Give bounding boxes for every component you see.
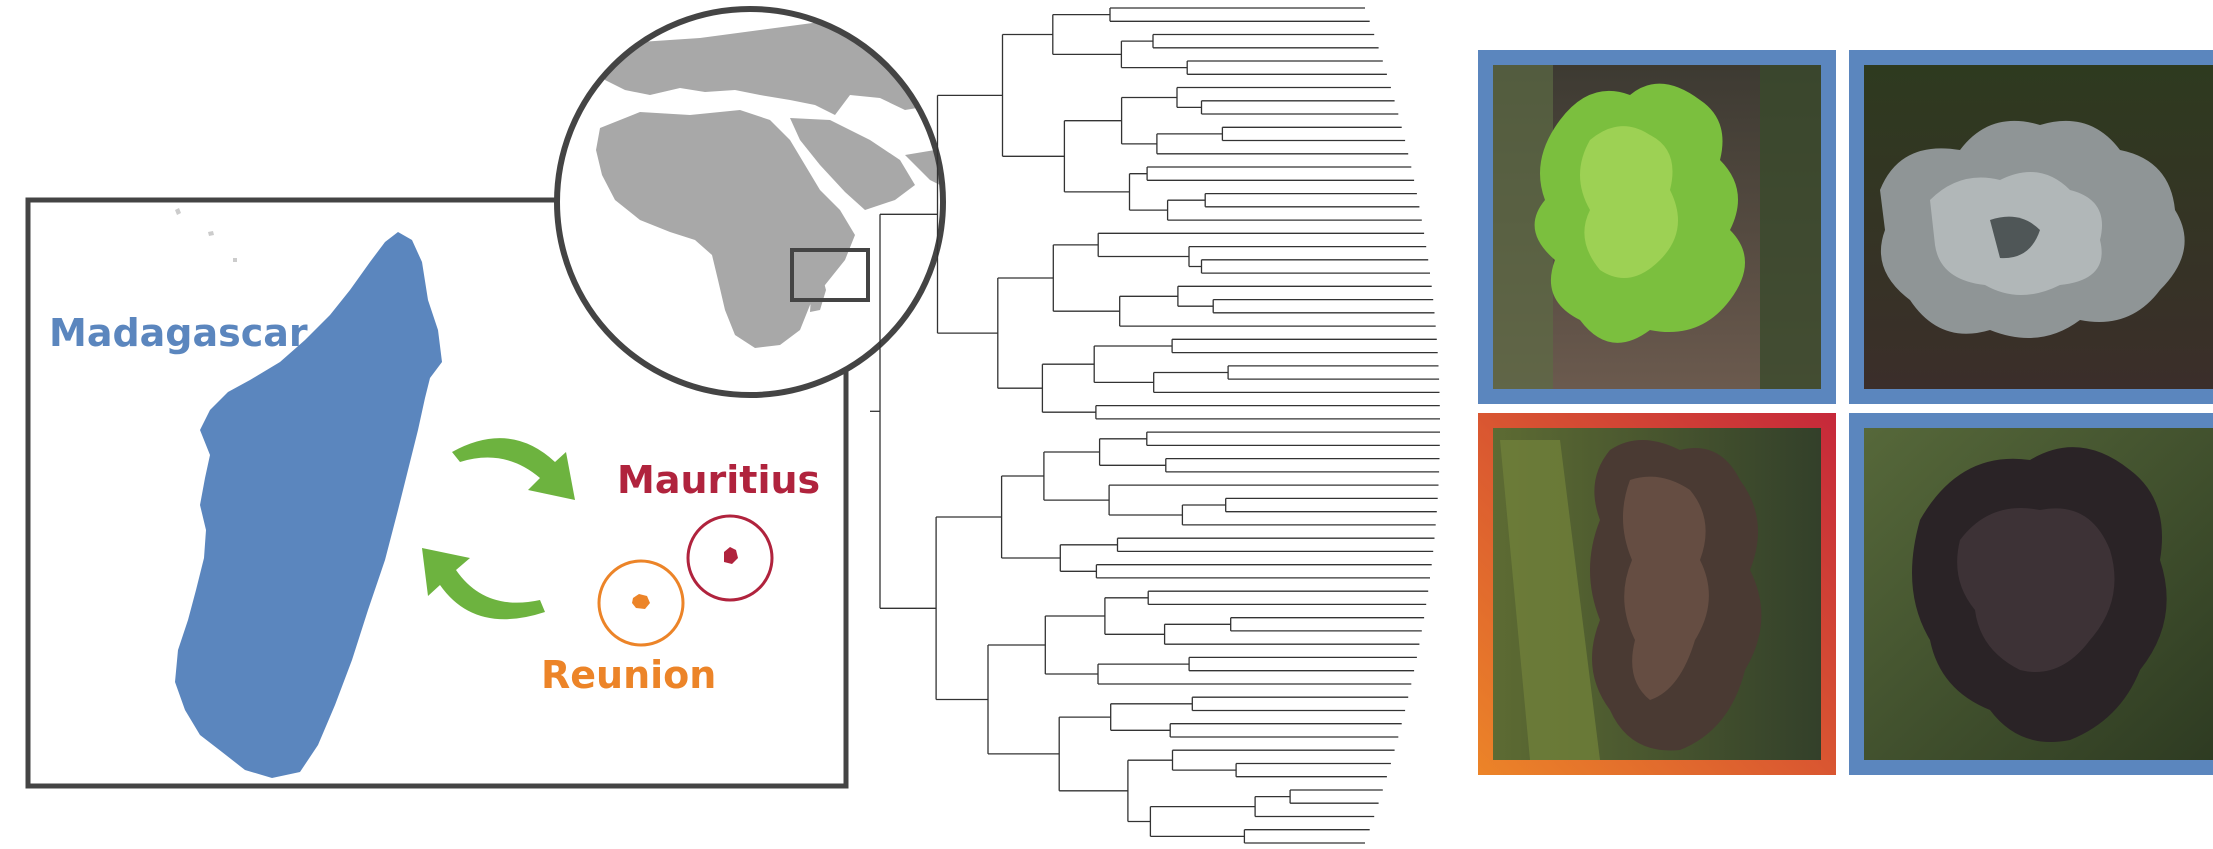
photo-grey-lichen: [1849, 50, 2213, 404]
tree-branch: [1052, 13, 1122, 56]
tree-branch: [1095, 564, 1432, 579]
tree-branch: [1181, 504, 1436, 526]
tree-branch: [1001, 33, 1065, 157]
photo-green-lichen: [1478, 50, 1836, 404]
curved-arrow-icon: [422, 548, 545, 620]
tree-branch: [1171, 338, 1438, 354]
tree-branch: [1116, 537, 1435, 553]
tree-branch: [1000, 475, 1061, 559]
tree-branch: [1212, 298, 1435, 314]
tree-branch: [1254, 795, 1375, 818]
tree-branch: [1059, 544, 1118, 572]
tree-branch: [1120, 96, 1177, 145]
madagascar-island: [175, 232, 442, 778]
tree-branch: [1188, 656, 1417, 672]
tree-branch: [1171, 749, 1395, 771]
tree-branch: [1169, 723, 1402, 738]
tree-branch: [1093, 345, 1173, 384]
tree-branch: [1149, 805, 1256, 838]
mauritius-island: [724, 547, 738, 564]
globe-outline: [554, 6, 946, 398]
tree-branch: [1188, 245, 1427, 268]
tree-branch: [1104, 597, 1165, 635]
tree-branch: [1146, 166, 1415, 181]
tree-branch: [1177, 285, 1432, 307]
photo-grid: [1478, 50, 2213, 775]
tree-branch: [1098, 438, 1166, 466]
tree-branch: [1120, 40, 1188, 69]
tree-branch: [1097, 663, 1412, 685]
tree-branch: [1110, 703, 1193, 731]
madagascar-label: Madagascar: [49, 311, 308, 355]
tree-branch: [1186, 60, 1387, 75]
tree-branch: [1200, 259, 1430, 274]
tree-branch: [1191, 696, 1409, 712]
mauritius-ring: [686, 514, 774, 602]
phylogenetic-tree: [870, 7, 1440, 844]
tree-branch: [936, 94, 1003, 334]
tree-branch: [1097, 232, 1425, 258]
tree-branch: [1200, 100, 1399, 115]
tree-branch: [1163, 623, 1420, 645]
madagascar-inset-marker: [790, 248, 870, 302]
tree-branch: [1176, 86, 1391, 109]
tree-branch: [1227, 365, 1440, 380]
tree-branch: [1165, 457, 1440, 473]
tree-branch: [1225, 497, 1438, 513]
globe: [554, 6, 946, 398]
tree-branch: [1289, 789, 1383, 804]
tree-branch: [1058, 716, 1128, 792]
tree-branch: [1235, 762, 1391, 778]
tree-branch: [1128, 173, 1168, 211]
photo-dark-lichen: [1849, 413, 2213, 775]
tree-branch: [1230, 617, 1425, 632]
tree-branch: [1052, 244, 1120, 312]
tree-branch: [1044, 615, 1105, 675]
tree-branch: [1152, 33, 1379, 49]
tree-branch: [935, 516, 1002, 701]
tree-branch: [1156, 133, 1409, 155]
tree-branch: [1108, 484, 1439, 516]
curved-arrow-icon: [452, 438, 575, 500]
tree-branch: [1109, 7, 1370, 22]
tree-branch: [1063, 120, 1130, 193]
tree-branch: [1153, 371, 1440, 394]
tree-branch: [1146, 431, 1440, 447]
photo-brown-lichen: [1478, 413, 1836, 775]
mauritius-label: Mauritius: [617, 458, 820, 502]
tree-branch: [1147, 590, 1429, 606]
tree-branch: [1204, 192, 1420, 208]
tree-branch: [1243, 829, 1370, 844]
reunion-island: [632, 594, 650, 609]
tree-branch: [1119, 295, 1436, 327]
reunion-label: Reunion: [541, 653, 716, 697]
reunion-ring: [597, 559, 685, 647]
tree-branch: [1041, 363, 1096, 413]
tree-branch: [987, 644, 1060, 755]
tree-branch: [997, 277, 1054, 389]
tree-branch: [1095, 404, 1440, 420]
tree-branch: [1221, 126, 1406, 142]
